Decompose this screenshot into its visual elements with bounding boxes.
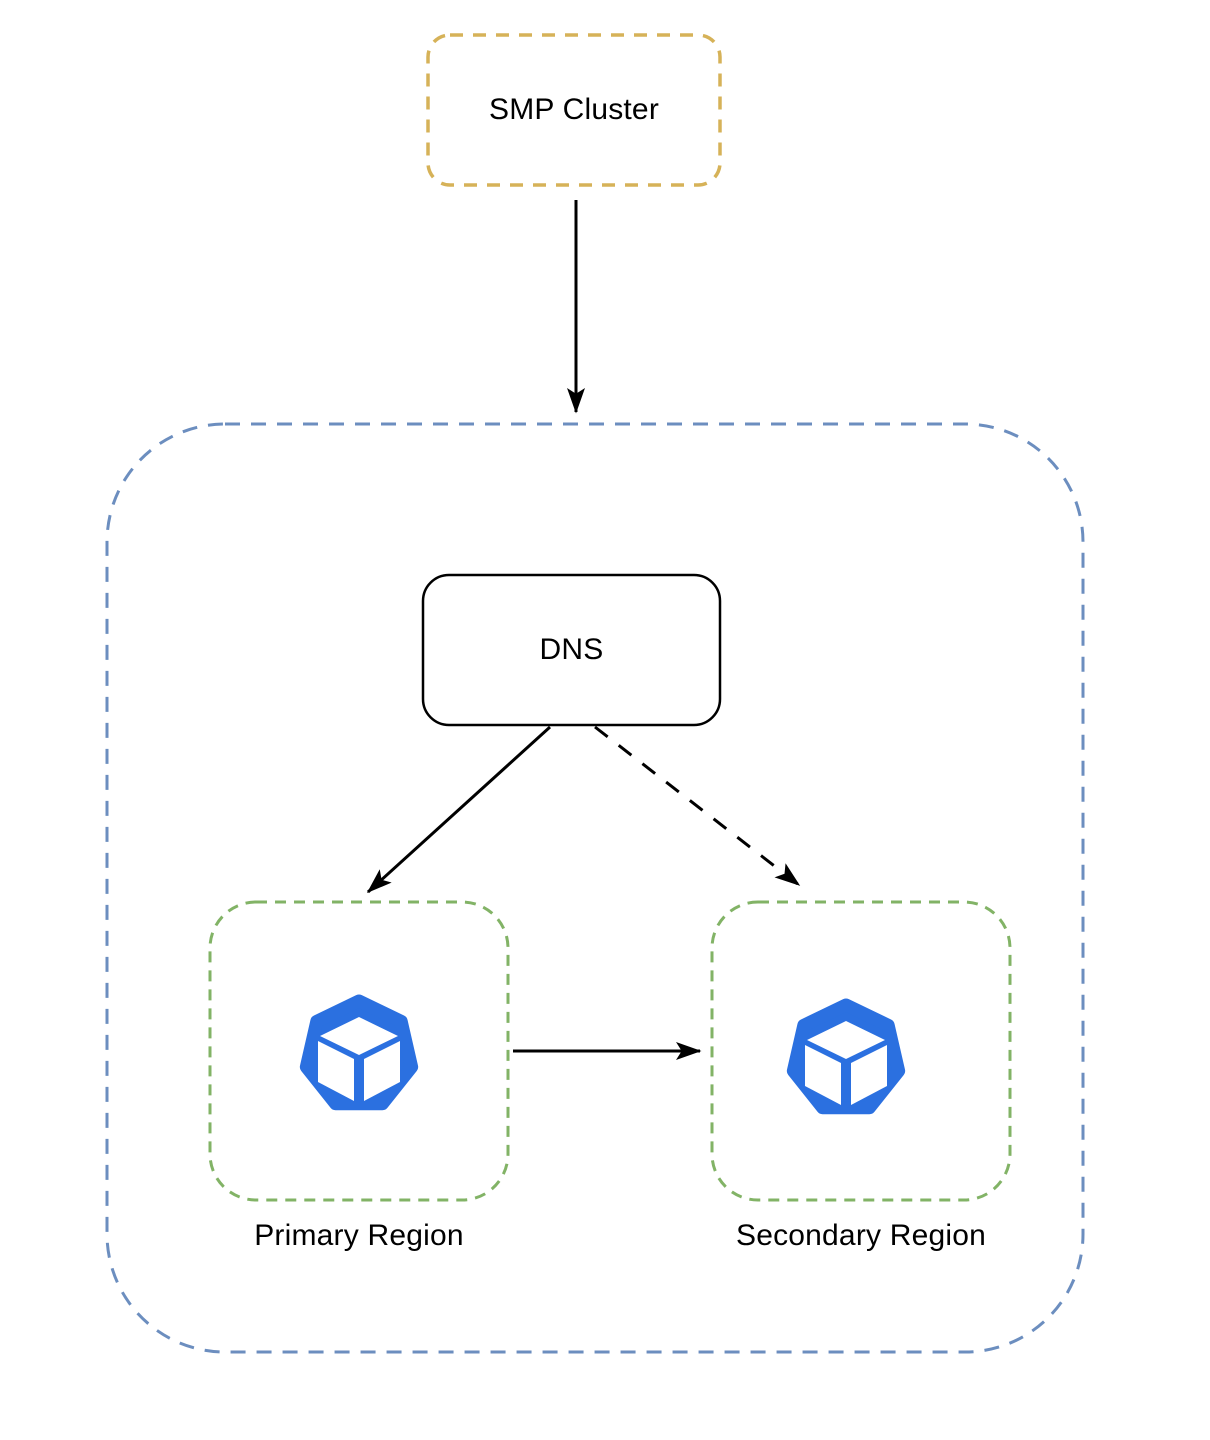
arrow-dns-to-primary [366, 725, 552, 894]
dns-label: DNS [539, 633, 604, 666]
cluster-cube-icon [786, 998, 906, 1115]
cluster-cube-icon [299, 994, 419, 1111]
primary-region-label: Primary Region [254, 1219, 464, 1252]
smp-cluster-node [426, 33, 722, 187]
dns-node [421, 573, 722, 727]
smp-cluster-label: SMP Cluster [488, 93, 660, 126]
outer-container-box [105, 422, 1085, 1354]
arrow-dns-to-secondary [594, 725, 801, 887]
secondary-region-label: Secondary Region [735, 1219, 987, 1252]
